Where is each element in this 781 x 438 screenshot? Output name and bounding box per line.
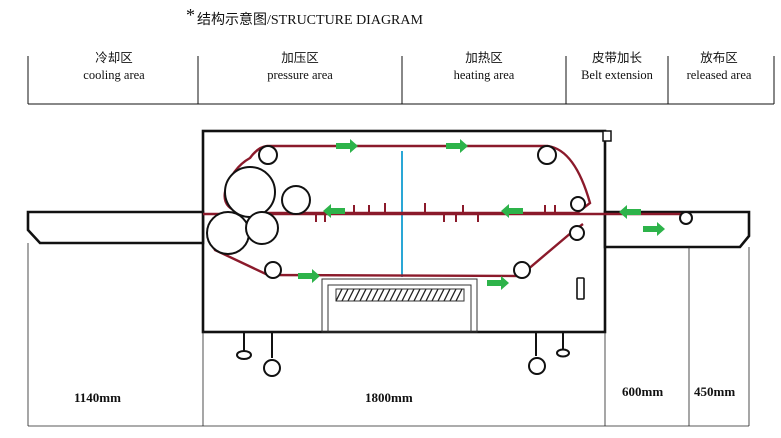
roller-top-right [537, 145, 557, 165]
zone-belt-extension-en: Belt extension [581, 68, 653, 82]
zone-cooling: 冷却区 cooling area [30, 48, 198, 104]
direction-arrows [298, 139, 665, 290]
machine-body [26, 129, 751, 334]
casters [236, 332, 570, 377]
roller-right-upper [570, 196, 586, 212]
zone-heating: 加热区 heating area [402, 48, 566, 104]
zone-belt-extension: 皮带加长 Belt extension [566, 48, 668, 104]
zone-cooling-cn: 冷却区 [95, 51, 133, 65]
dimension-belt-extension: 600mm [622, 384, 664, 399]
roller-lower-mid [245, 211, 279, 245]
zone-belt-extension-cn: 皮带加长 [591, 51, 642, 65]
zone-cooling-en: cooling area [83, 68, 145, 82]
arrow-right-icon [336, 139, 358, 153]
asterisk-icon: * [186, 5, 195, 25]
zone-pressure-cn: 加压区 [281, 51, 319, 65]
dimension-released: 450mm [694, 384, 736, 399]
arrow-left-icon [323, 204, 345, 218]
roller-bottom-right [513, 261, 531, 279]
arrow-right-icon [298, 269, 320, 283]
roller-mid [281, 185, 311, 215]
arrow-right-icon [643, 222, 665, 236]
dimension-pressure-heating: 1800mm [365, 390, 413, 405]
diagram-title: *结构示意图/STRUCTURE DIAGRAM [186, 5, 423, 29]
roller-large-lower [206, 211, 250, 255]
heater-block [321, 278, 478, 333]
arrow-right-icon [446, 139, 468, 153]
zone-heating-en: heating area [453, 68, 515, 82]
zone-heating-cn: 加热区 [465, 51, 503, 65]
side-slot [576, 277, 585, 300]
roller-bottom-left [264, 261, 282, 279]
zone-released-cn: 放布区 [700, 51, 738, 65]
arrow-right-icon [487, 276, 509, 290]
roller-release [679, 211, 693, 225]
dimension-cooling: 1140mm [74, 390, 121, 405]
zone-ruler [27, 56, 775, 105]
arrow-left-icon [619, 205, 641, 219]
zone-pressure-en: pressure area [267, 68, 333, 82]
diagram-title-text: 结构示意图/STRUCTURE DIAGRAM [197, 13, 423, 28]
roller-top-left [258, 145, 278, 165]
zone-released-en: released area [686, 68, 752, 82]
zone-released: 放布区 released area [668, 48, 770, 104]
arrow-left-icon [501, 204, 523, 218]
roller-large-upper [224, 166, 276, 218]
rollers [206, 145, 693, 279]
zone-pressure: 加压区 pressure area [198, 48, 402, 104]
base-frame [27, 243, 750, 427]
guide-marks [315, 203, 556, 222]
roller-right-lower [569, 225, 585, 241]
